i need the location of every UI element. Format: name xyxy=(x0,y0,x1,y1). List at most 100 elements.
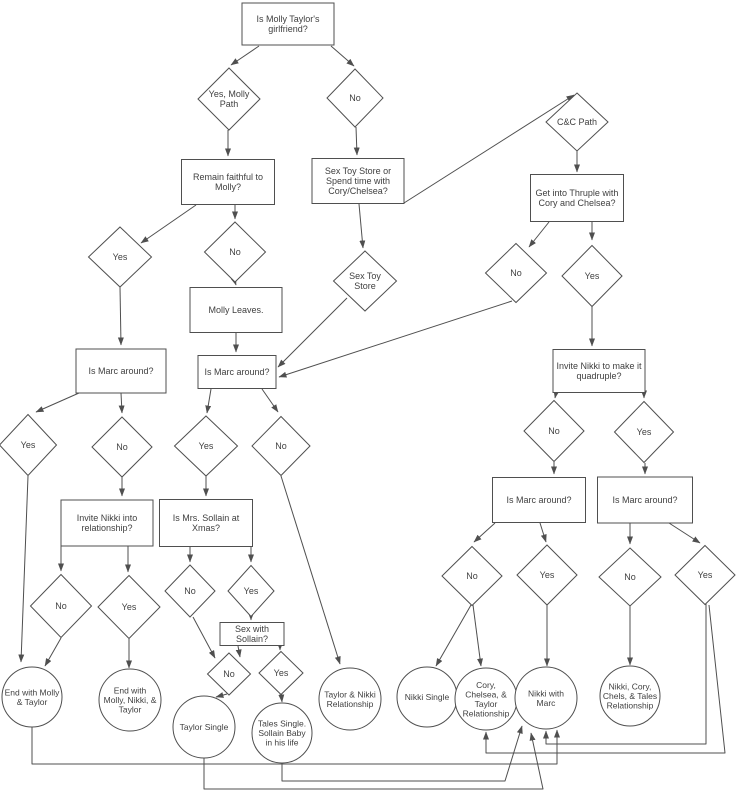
diamond-shape xyxy=(674,544,736,606)
node-t-end-molly-taylor: End with Molly& Taylor xyxy=(1,666,63,728)
rect-shape xyxy=(552,349,646,393)
node-q-marc-left: Is Marc around? xyxy=(75,348,167,394)
node-label: No xyxy=(223,669,235,679)
node-label: No xyxy=(184,586,196,596)
node-t-nikki-single: Nikki Single xyxy=(396,666,458,728)
diamond-shape xyxy=(251,415,311,477)
node-label: Yes xyxy=(540,570,555,580)
circle-shape xyxy=(514,666,578,730)
diamond-shape xyxy=(523,399,585,463)
node-d-thruple-yes: Yes xyxy=(561,244,623,308)
rect-shape xyxy=(181,159,275,205)
rect-shape xyxy=(197,355,277,389)
circle-shape xyxy=(251,702,313,764)
diamond-shape xyxy=(516,544,578,606)
edge-marcleft-to-yes xyxy=(35,392,80,413)
diamond-shape xyxy=(332,250,398,312)
node-q-marc-mid: Is Marc around? xyxy=(197,355,277,389)
edge-marcleft-to-no xyxy=(118,392,125,414)
edge-mr1no-to-nikkisingle xyxy=(435,604,472,667)
node-d-cc-path: C&C Path xyxy=(545,92,609,152)
rect-shape xyxy=(241,2,335,46)
node-label: C&C Path xyxy=(557,117,597,127)
diamond-shape xyxy=(206,652,252,696)
circle-shape xyxy=(599,665,661,727)
node-label: Yes xyxy=(199,441,214,451)
node-d-marcr1-no: No xyxy=(441,545,503,607)
node-label: Yes xyxy=(21,440,36,450)
node-t-taylor-single: Taylor Single xyxy=(172,695,236,759)
node-label: End with Molly& Taylor xyxy=(5,687,61,707)
edge-marcmid-to-yes xyxy=(205,388,212,414)
node-d-invite-no: No xyxy=(29,573,93,639)
node-label: No xyxy=(55,601,67,611)
node-label: Yes xyxy=(113,252,128,262)
node-label: No xyxy=(548,426,560,436)
node-label: Is Marc around? xyxy=(204,367,269,377)
edge-girlfriend-to-yesmolly xyxy=(230,45,260,66)
diamond-shape xyxy=(561,244,623,308)
edge-loop-mr2yes-to-nikkimarc xyxy=(543,604,707,745)
circle-shape xyxy=(172,695,236,759)
diamond-shape xyxy=(441,545,503,607)
rect-shape xyxy=(189,287,283,333)
rect-shape xyxy=(530,174,624,222)
edge-sextoyd-to-marcmid xyxy=(277,297,348,368)
diamond-shape xyxy=(164,564,216,618)
diamond-shape xyxy=(545,92,609,152)
diamond-shape xyxy=(97,574,161,640)
node-label: No xyxy=(229,247,241,257)
node-d-quad-no: No xyxy=(523,399,585,463)
node-label: Yes xyxy=(585,271,600,281)
diamond-shape xyxy=(91,416,153,478)
node-label: No xyxy=(624,572,636,582)
node-label: Yes xyxy=(244,586,259,596)
node-d-xmas-no: No xyxy=(164,564,216,618)
edge-marcr1-to-yes xyxy=(539,522,547,543)
rect-shape xyxy=(311,158,405,204)
edge-sextoyq-to-ccpath xyxy=(403,94,575,204)
node-q-molly-leaves: Molly Leaves. xyxy=(189,287,283,333)
node-q-marc-right2: Is Marc around? xyxy=(597,476,693,524)
edge-xmasno-to-sollainno xyxy=(192,616,216,659)
circle-shape xyxy=(1,666,63,728)
diamond-shape xyxy=(326,68,384,128)
edge-layer xyxy=(18,45,726,790)
node-label: Yes xyxy=(274,668,289,678)
diamond-shape xyxy=(0,413,58,477)
edge-sextoyq-to-sextoyd xyxy=(358,203,366,249)
diamond-shape xyxy=(227,564,275,618)
edge-fyes-to-marcleft xyxy=(117,286,124,346)
circle-shape xyxy=(98,668,162,732)
node-d-sollain-no: No xyxy=(206,652,252,696)
node-label: No xyxy=(116,442,128,452)
node-label: No xyxy=(510,268,522,278)
edge-loop-endmolly-to-nikkimarc xyxy=(31,727,560,765)
node-label: Yes xyxy=(637,427,652,437)
node-d-faithful-no: No xyxy=(203,221,267,283)
edge-marcmid-to-no xyxy=(261,388,279,413)
node-label: Taylor Single xyxy=(180,722,229,732)
diamond-shape xyxy=(173,415,239,477)
edge-marcr1-to-no xyxy=(473,522,496,543)
node-d-marcmid-no: No xyxy=(251,415,311,477)
diamond-shape xyxy=(29,573,93,639)
rect-shape xyxy=(597,476,693,524)
node-label: No xyxy=(275,441,287,451)
